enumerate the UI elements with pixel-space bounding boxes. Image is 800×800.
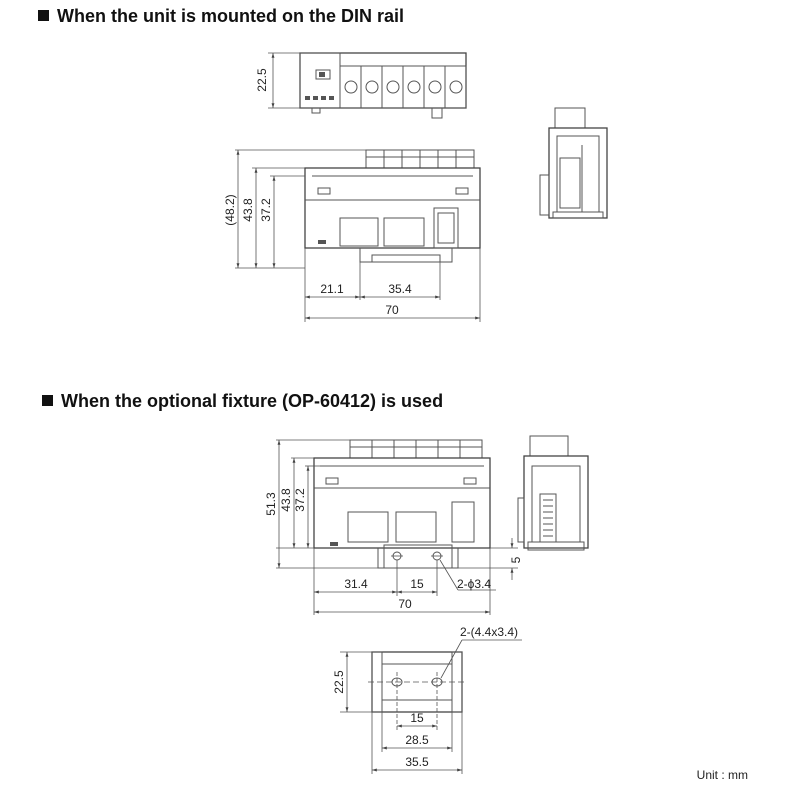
section-heading-din-rail: When the unit is mounted on the DIN rail [38,6,404,27]
fixture-front-view: 5 51.3 43.8 37.2 31.4 15 2-ϕ3.4 70 [264,439,523,615]
dim-hole-spec: 2-ϕ3.4 [457,577,491,591]
dim-mid-height: 43.8 [279,488,293,512]
dim-inner-height: 37.2 [293,488,307,512]
dim-inner-width: 28.5 [405,733,429,747]
unit-label: Unit : mm [696,768,748,782]
section-title: When the unit is mounted on the DIN rail [57,6,404,26]
dim-height: 22.5 [332,670,346,694]
dim-tab: 5 [509,556,523,563]
dim-outer-height: 51.3 [264,492,278,516]
dim-left-offset: 21.1 [320,282,344,296]
din-side-view [539,107,608,219]
dim-outer-width: 35.5 [405,755,429,769]
section-heading-fixture: When the optional fixture (OP-60412) is … [42,391,443,412]
dim-hole-pitch: 15 [410,711,424,725]
dim-hole-pitch: 15 [410,577,424,591]
dim-width: 70 [385,303,399,317]
fixture-detail-view: 2-(4.4x3.4) 22.5 15 28.5 35.5 [332,625,522,774]
section-title: When the optional fixture (OP-60412) is … [61,391,444,411]
bullet-square-icon [42,395,53,406]
dim-top-height: 22.5 [255,68,269,92]
dim-inner-height: 37.2 [259,198,273,222]
dim-outer-height: (48.2) [223,194,237,225]
din-front-view: (48.2) 43.8 37.2 21.1 35.4 70 [223,149,481,322]
dim-rail-offset: 35.4 [388,282,412,296]
fixture-side-view [517,435,589,551]
dim-hole-spec: 2-(4.4x3.4) [460,625,518,639]
dim-mid-height: 43.8 [241,198,255,222]
dim-left-offset: 31.4 [344,577,368,591]
bullet-square-icon [38,10,49,21]
dim-width: 70 [398,597,412,611]
din-top-view: 22.5 [255,52,467,119]
